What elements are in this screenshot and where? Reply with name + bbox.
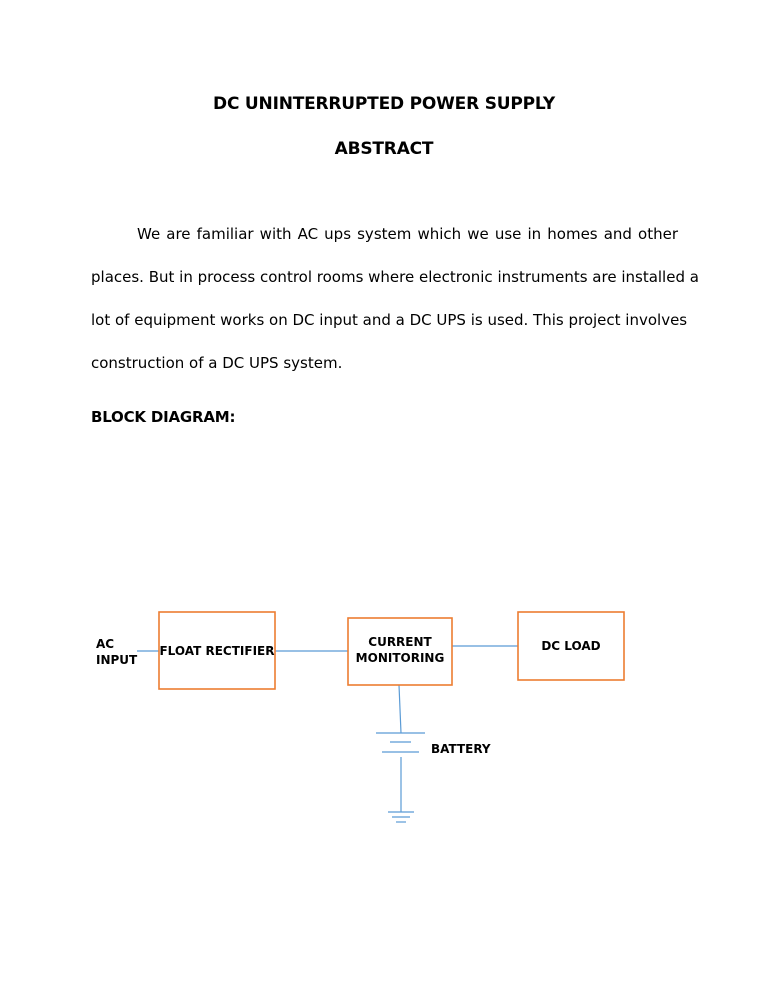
ac-input-label: AC INPUT xyxy=(96,636,137,668)
block-diagram-heading: BLOCK DIAGRAM: xyxy=(91,408,236,426)
dc-load-box xyxy=(517,611,625,681)
abstract-line-4: construction of a DC UPS system. xyxy=(91,354,343,372)
abstract-line-1: We are familiar with AC ups system which… xyxy=(137,225,678,243)
current-monitoring-box xyxy=(347,617,453,686)
current-monitoring-label-line-1: CURRENT xyxy=(368,635,432,649)
ac-input-label-line-2: INPUT xyxy=(96,653,138,667)
float-rectifier-label: FLOAT RECTIFIER xyxy=(159,644,275,658)
wire-monitoring-to-battery xyxy=(398,684,402,734)
current-monitoring-label: CURRENT MONITORING xyxy=(348,634,452,666)
ac-input-label-line-1: AC xyxy=(96,637,115,651)
abstract-line-2: places. But in process control rooms whe… xyxy=(91,268,699,286)
abstract-heading: ABSTRACT xyxy=(334,139,434,159)
current-monitoring-label-line-2: MONITORING xyxy=(355,651,445,665)
document-title: DC UNINTERRUPTED POWER SUPPLY xyxy=(213,94,555,114)
abstract-line-3: lot of equipment works on DC input and a… xyxy=(91,311,688,329)
dc-load-label: DC LOAD xyxy=(541,639,601,653)
float-rectifier-box xyxy=(158,611,276,690)
battery-label: BATTERY xyxy=(431,742,491,756)
